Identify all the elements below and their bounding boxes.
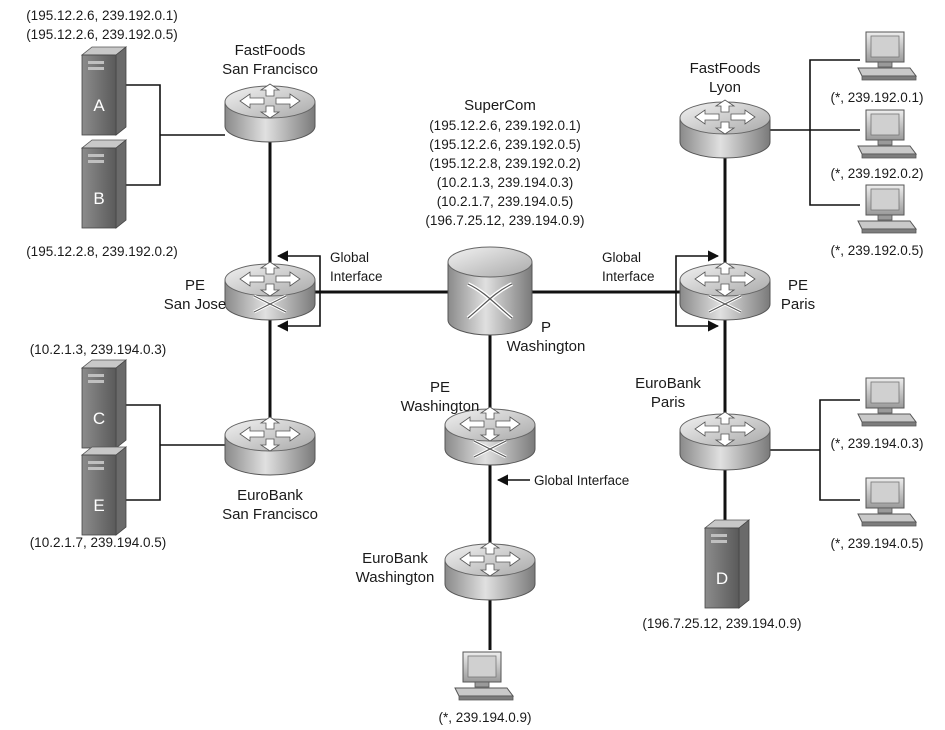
router-pe-paris (678, 260, 772, 322)
server-c: C (81, 359, 127, 449)
addr-server-a-2: (195.12.2.6, 239.192.0.5) (26, 27, 178, 42)
addr-server-e: (10.2.1.7, 239.194.0.5) (30, 535, 167, 550)
label-global-interface-sanjose-1: Global (330, 250, 369, 265)
label-fastfoods-lyon-1: FastFoods (690, 60, 761, 77)
label-pe-washington-2: Washington (401, 398, 480, 415)
pc-lyon-2 (857, 109, 917, 159)
label-pe-paris-2: Paris (781, 296, 815, 313)
label-fastfoods-sf-2: San Francisco (222, 61, 318, 78)
router-pe-washington (443, 405, 537, 467)
router-pe-sanjose (223, 260, 317, 322)
addr-pc-paris-1: (*, 239.194.0.3) (830, 436, 923, 451)
router-eurobank-paris (679, 411, 771, 471)
addr-server-c: (10.2.1.3, 239.194.0.3) (30, 342, 167, 357)
label-eurobank-paris-2: Paris (651, 394, 685, 411)
server-e-label: E (93, 496, 104, 515)
server-b-label: B (93, 189, 104, 208)
pc-paris-1 (857, 377, 917, 427)
addr-pc-paris-2: (*, 239.194.0.5) (830, 536, 923, 551)
label-pe-washington-1: PE (430, 379, 450, 396)
label-eurobank-paris-1: EuroBank (635, 375, 701, 392)
supercom-entry: (195.12.2.8, 239.192.0.2) (429, 156, 581, 171)
pc-washington (454, 651, 514, 701)
label-fastfoods-sf-1: FastFoods (235, 42, 306, 59)
label-eurobank-sf-1: EuroBank (237, 487, 303, 504)
supercom-entry: (10.2.1.7, 239.194.0.5) (437, 194, 574, 209)
router-fastfoods-sf (224, 83, 316, 143)
server-c-label: C (93, 409, 105, 428)
label-eurobank-washington-1: EuroBank (362, 550, 428, 567)
label-pe-sanjose-2: San Jose (164, 296, 227, 313)
server-d: D (704, 519, 750, 609)
addr-pc-lyon-1: (*, 239.192.0.1) (830, 90, 923, 105)
server-a-label: A (93, 96, 105, 115)
addr-server-a-1: (195.12.2.6, 239.192.0.1) (26, 8, 178, 23)
router-p-washington (446, 245, 534, 337)
label-eurobank-washington-2: Washington (356, 569, 435, 586)
link-lyon-pcs (809, 59, 860, 206)
server-a: A (81, 46, 127, 136)
label-eurobank-sf-2: San Francisco (222, 506, 318, 523)
supercom-entry: (196.7.25.12, 239.194.0.9) (425, 213, 584, 228)
pc-lyon-1 (857, 31, 917, 81)
label-p-washington-2: Washington (507, 338, 586, 355)
supercom-entry: (195.12.2.6, 239.192.0.1) (429, 118, 581, 133)
link-servers-ce (118, 404, 161, 501)
router-eurobank-washington (444, 541, 536, 601)
label-global-interface-sanjose-2: Interface (330, 269, 383, 284)
server-b: B (81, 139, 127, 229)
addr-server-b: (195.12.2.8, 239.192.0.2) (26, 244, 178, 259)
label-pe-paris-1: PE (788, 277, 808, 294)
router-fastfoods-lyon (679, 99, 771, 159)
router-eurobank-sf (224, 416, 316, 476)
addr-server-d: (196.7.25.12, 239.194.0.9) (642, 616, 801, 631)
global-interface-bracket-sanjose (276, 250, 321, 332)
supercom-entry: (195.12.2.6, 239.192.0.5) (429, 137, 581, 152)
label-fastfoods-lyon-2: Lyon (709, 79, 741, 96)
addr-pc-washington: (*, 239.194.0.9) (438, 710, 531, 725)
supercom-title: SuperCom (464, 97, 536, 114)
global-interface-bracket-paris (675, 250, 720, 332)
server-e: E (81, 446, 127, 536)
label-global-interface-washington: Global Interface (534, 473, 629, 488)
pc-paris-2 (857, 477, 917, 527)
label-p-washington-1: P (541, 319, 551, 336)
label-pe-sanjose-1: PE (185, 277, 205, 294)
server-d-label: D (716, 569, 728, 588)
addr-pc-lyon-2: (*, 239.192.0.2) (830, 166, 923, 181)
pc-lyon-3 (857, 184, 917, 234)
label-global-interface-paris-2: Interface (602, 269, 655, 284)
label-global-interface-paris-1: Global (602, 250, 641, 265)
supercom-entry: (10.2.1.3, 239.194.0.3) (437, 175, 574, 190)
addr-pc-lyon-3: (*, 239.192.0.5) (830, 243, 923, 258)
